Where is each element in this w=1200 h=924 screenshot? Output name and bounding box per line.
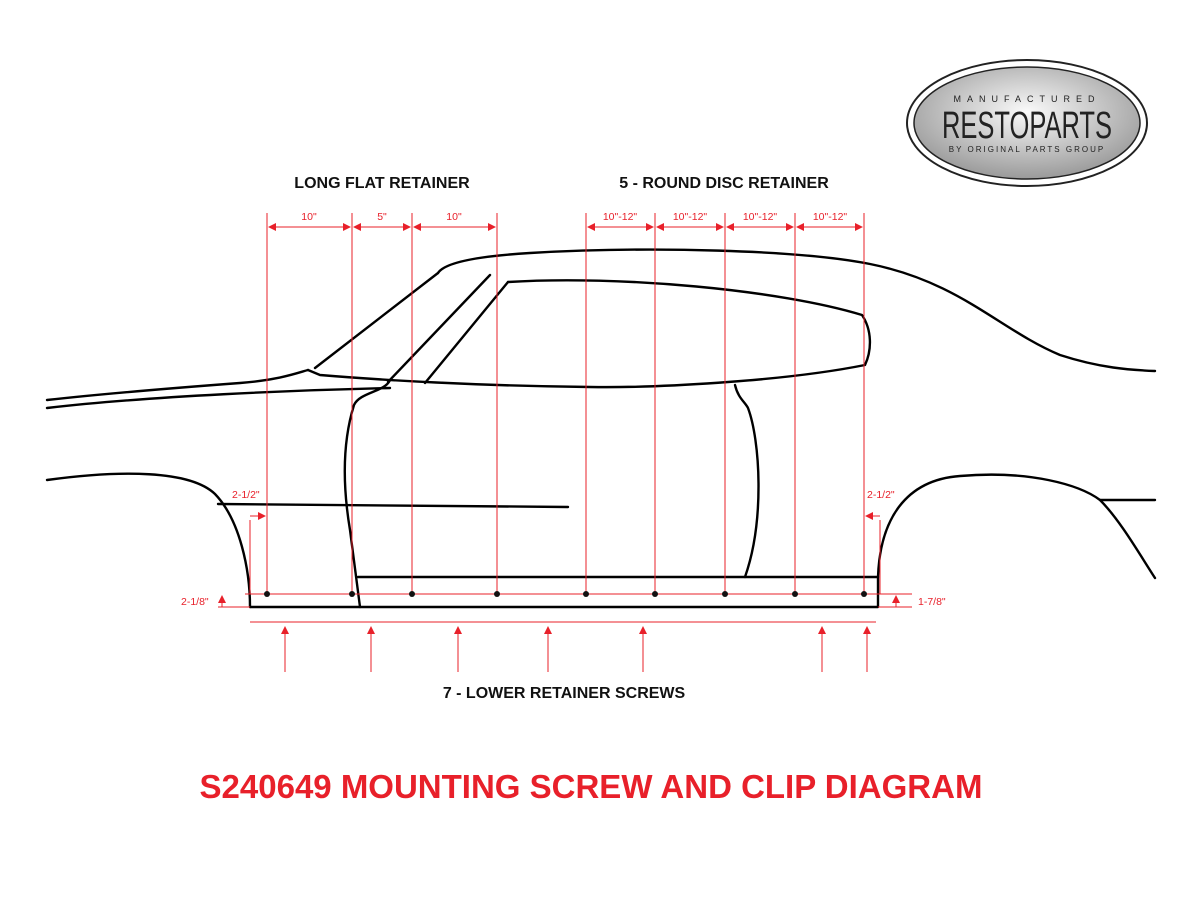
car-outline bbox=[45, 248, 1157, 609]
dim-label: 10"-12" bbox=[813, 211, 848, 223]
dim-label: 5" bbox=[377, 211, 387, 223]
clip-point bbox=[349, 591, 355, 597]
clip-point bbox=[722, 591, 728, 597]
clip-point bbox=[652, 591, 658, 597]
front-offset-label: 2-1/2" bbox=[232, 489, 260, 501]
dim-label: 10" bbox=[446, 211, 462, 223]
lower-retainer-screws-label: 7 - LOWER RETAINER SCREWS bbox=[443, 685, 686, 702]
dim-label: 10"-12" bbox=[673, 211, 708, 223]
clip-point bbox=[264, 591, 270, 597]
clip-point bbox=[494, 591, 500, 597]
diagram-title: S240649 MOUNTING SCREW AND CLIP DIAGRAM bbox=[200, 768, 983, 805]
clip-point bbox=[792, 591, 798, 597]
dim-label: 10" bbox=[301, 211, 317, 223]
clip-point bbox=[409, 591, 415, 597]
rear-height-label: 1-7/8" bbox=[918, 596, 946, 608]
clip-points bbox=[264, 591, 867, 597]
long-flat-retainer-label: LONG FLAT RETAINER bbox=[294, 175, 470, 192]
screw-arrows bbox=[281, 626, 871, 672]
logo-top-text: MANUFACTURED bbox=[953, 94, 1100, 104]
round-disc-retainer-label: 5 - ROUND DISC RETAINER bbox=[619, 175, 829, 192]
dim-label: 10"-12" bbox=[743, 211, 778, 223]
front-height-label: 2-1/8" bbox=[181, 596, 209, 608]
rear-offset-label: 2-1/2" bbox=[867, 489, 895, 501]
logo-bottom-text: BY ORIGINAL PARTS GROUP bbox=[949, 145, 1105, 154]
restoparts-logo: MANUFACTURED RESTOPARTS BY ORIGINAL PART… bbox=[906, 59, 1148, 187]
clip-point bbox=[583, 591, 589, 597]
measurement-lines bbox=[218, 213, 912, 672]
dim-label: 10"-12" bbox=[603, 211, 638, 223]
clip-point bbox=[861, 591, 867, 597]
logo-name-text: RESTOPARTS bbox=[942, 105, 1112, 147]
